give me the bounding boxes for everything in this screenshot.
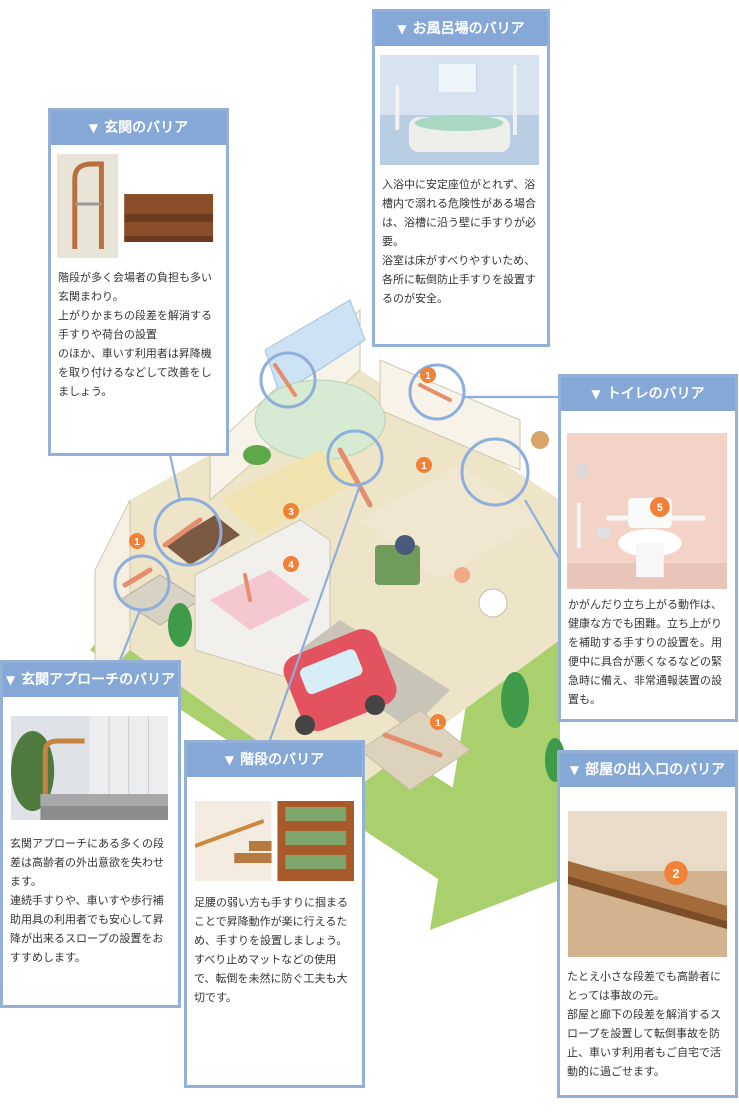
sofa: [375, 545, 420, 585]
card-entrance-title: 玄関のバリア: [104, 120, 189, 136]
card-toilet-text: かがんだり立ち上がる動作は、健康な方でも困難。立ち上がりを補助する手すりの設置を…: [561, 593, 735, 715]
card-doorway-header: ▼ 部屋の出入口のバリア: [560, 753, 735, 787]
card-toilet-title: トイレのバリア: [606, 386, 705, 402]
badge-hallway-3: 3: [283, 503, 299, 519]
card-stairs: ▼ 階段のバリア 足腰の弱い方も手すりに掴まることで昇降動作が楽に行えるため、手す…: [184, 740, 365, 1088]
tree-left: [168, 603, 192, 647]
card-toilet-header: ▼ トイレのバリア: [561, 377, 735, 411]
svg-text:3: 3: [288, 507, 294, 518]
card-stairs-header: ▼ 階段のバリア: [187, 743, 362, 777]
badge-patio: 1: [430, 714, 446, 730]
doorway-photo: 2: [568, 811, 727, 957]
card-doorway-line-2: 部屋と廊下の段差を解消するスロープを設置して転倒事故を防止、車いす利用者もご自宅…: [567, 1008, 721, 1078]
card-stairs-title: 階段のバリア: [240, 752, 325, 768]
car-window: [299, 649, 363, 695]
callout-circle-stairs: [326, 429, 384, 487]
callout-circle-bath: [259, 351, 317, 409]
callout-line-approach: [118, 609, 142, 661]
toilet-photo: 5: [567, 433, 727, 589]
bed: [210, 570, 310, 630]
handrail-entrance: [162, 517, 203, 548]
handrail-patio: [382, 732, 443, 758]
triangle-down-icon: ▼: [88, 121, 99, 135]
card-bath: ▼ お風呂場のバリア 入浴中に安定座位がとれず、浴槽内で溺れる危険性がある場合は、…: [372, 9, 550, 347]
triangle-down-icon: ▼: [224, 753, 235, 767]
card-entrance-line-1: 階段が多く会場者の負担も多い玄関まわり。: [58, 271, 212, 303]
triangle-down-icon: ▼: [5, 673, 16, 687]
callout-circle-toilet: [460, 437, 530, 507]
car-wheel-front: [295, 715, 315, 735]
badge-entrance: 1: [129, 533, 145, 549]
card-approach-text: 玄関アプローチにある多くの段差は高齢者の外出意欲を失わせます。 連続手すりや、車…: [3, 832, 178, 973]
svg-text:5: 5: [657, 502, 663, 514]
card-approach-line-2: 連続手すりや、車いすや歩行補助用具の利用者でも安心して昇降が出来るスロープの設置…: [10, 894, 164, 964]
person-kitchen: [531, 431, 549, 449]
svg-text:1: 1: [421, 461, 427, 472]
bath-photo: [380, 55, 539, 165]
card-entrance-line-2: 上がりかまちの段差を解消する手すりや荷台の設置: [58, 309, 212, 341]
card-stairs-line-2: すべり止めマットなどの使用で、転倒を未然に防ぐ工夫も大切です。: [194, 953, 348, 1004]
triangle-down-icon: ▼: [569, 763, 580, 777]
plant-hall: [243, 445, 271, 465]
card-bath-line-2: 浴室は床がすべりやすいため、各所に転倒防止手すりを設置するのが安全。: [382, 254, 536, 305]
card-approach-header: ▼ 玄関アプローチのバリア: [3, 663, 178, 697]
outer-wall-left: [94, 499, 131, 692]
svg-text:1: 1: [425, 371, 431, 382]
triangle-down-icon: ▼: [397, 22, 407, 36]
triangle-down-icon: ▼: [591, 387, 601, 401]
callout-circle-approach: [113, 554, 171, 612]
callout-circle-toilet-upper: [408, 363, 466, 421]
bath-tile-wall: [264, 299, 366, 396]
card-entrance: ▼ 玄関のバリア 階段が多く会場者の負担も多い玄関まわり。 上がりかまちの段差を解…: [48, 108, 229, 456]
card-doorway-line-1: たとえ小さな段差でも高齢者にとっては事故の元。: [567, 970, 721, 1002]
handrail-bath: [273, 363, 297, 397]
handrail-approach: [122, 567, 153, 588]
svg-text:4: 4: [288, 560, 294, 571]
badge-bathroom: 1: [420, 367, 436, 383]
handrail-stairs: [337, 447, 373, 508]
tree-right: [501, 672, 529, 728]
card-entrance-line-3: のほか、車いす利用者は昇降機を取り付けるなどして改善をしましょう。: [58, 347, 212, 398]
car-wheel-rear: [365, 695, 385, 715]
handrail-toilet: [418, 383, 452, 402]
card-bath-title: お風呂場のバリア: [412, 21, 525, 37]
svg-text:1: 1: [435, 718, 441, 729]
person-elder: [395, 535, 415, 555]
card-bath-text: 入浴中に安定座位がとれず、浴槽内で溺れる危険性がある場合は、浴槽に沿う壁に手すり…: [375, 173, 547, 314]
callout-line-toilet: [524, 499, 561, 561]
patio: [359, 709, 471, 791]
card-entrance-header: ▼ 玄関のバリア: [51, 111, 226, 145]
person-child: [454, 567, 470, 583]
bath-floor: [254, 379, 386, 461]
badge-hall: 1: [416, 457, 432, 473]
card-doorway-text: たとえ小さな段差でも高齢者にとっては事故の元。 部屋と廊下の段差を解消するスロー…: [560, 965, 735, 1087]
card-approach-title: 玄関アプローチのバリア: [21, 672, 176, 688]
card-doorway-title: 部屋の出入口のバリア: [585, 762, 726, 778]
badge-bedroom-4: 4: [283, 556, 299, 572]
table: [478, 588, 508, 618]
svg-text:1: 1: [134, 537, 140, 548]
card-stairs-line-1: 足腰の弱い方も手すりに掴まることで昇降動作が楽に行えるため、手すりを設置しましょ…: [194, 896, 348, 947]
callout-line-entrance: [168, 454, 182, 501]
card-entrance-text: 階段が多く会場者の負担も多い玄関まわり。 上がりかまちの段差を解消する手すりや荷…: [51, 266, 226, 407]
card-approach: ▼ 玄関アプローチのバリア 玄関アプローチにある多くの段差は高齢者の外出意欲を失わ…: [0, 660, 181, 1008]
callout-circle-entrance: [153, 497, 223, 567]
card-bath-line-1: 入浴中に安定座位がとれず、浴槽内で溺れる危険性がある場合は、浴槽に沿う壁に手すり…: [382, 178, 536, 248]
approach-photo: [11, 716, 168, 820]
card-toilet-line-1: かがんだり立ち上がる動作は、健康な方でも困難。立ち上がりを補助する手すりの設置を…: [568, 598, 722, 706]
card-toilet: ▼ トイレのバリア 5 かがんだり立ち上がる動作は、健康な方でも困難。立ち上がりを…: [558, 374, 738, 722]
svg-text:2: 2: [672, 866, 679, 881]
stairs-photo: [195, 801, 354, 881]
entrance-photo: [57, 154, 218, 258]
card-stairs-text: 足腰の弱い方も手すりに掴まることで昇降動作が楽に行えるため、手すりを設置しましょ…: [187, 891, 362, 1013]
handrail-bedroom: [243, 573, 252, 602]
callout-line-stairs: [268, 484, 362, 741]
card-approach-line-1: 玄関アプローチにある多くの段差は高齢者の外出意欲を失わせます。: [10, 837, 164, 888]
hallway: [220, 450, 360, 535]
card-bath-header: ▼ お風呂場のバリア: [375, 12, 547, 46]
card-doorway: ▼ 部屋の出入口のバリア 2 たとえ小さな段差でも高齢者にとっては事故の元。 部屋…: [557, 750, 738, 1098]
